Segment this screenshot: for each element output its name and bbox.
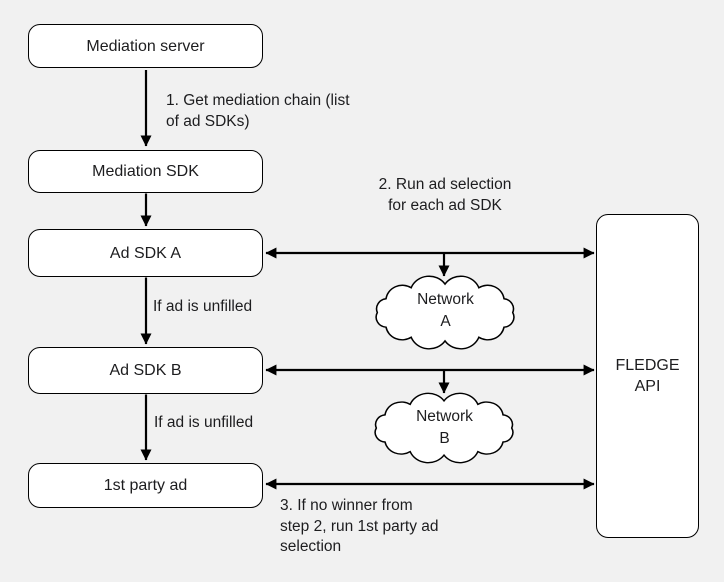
network-a-label: Network A <box>417 291 474 330</box>
annotation-step3: 3. If no winner from step 2, run 1st par… <box>280 497 439 555</box>
annotation-if-unfilled-2: If ad is unfilled <box>154 414 254 431</box>
annotation-step2: 2. Run ad selection for each ad SDK <box>378 176 512 214</box>
node-ad-sdk-b: Ad SDK B <box>28 347 263 394</box>
annotation-step1: 1. Get mediation chain (list of ad SDKs) <box>166 92 350 130</box>
node-fledge-api: FLEDGE API <box>596 214 699 538</box>
node-ad-sdk-a: Ad SDK A <box>28 229 263 277</box>
network-b-cloud-shape <box>374 392 514 464</box>
network-b-label: Network B <box>416 408 473 447</box>
network-a-cloud-shape <box>375 275 515 350</box>
node-mediation-sdk: Mediation SDK <box>28 150 263 193</box>
node-first-party-ad: 1st party ad <box>28 463 263 508</box>
node-mediation-server: Mediation server <box>28 24 263 68</box>
annotation-if-unfilled-1: If ad is unfilled <box>153 298 253 315</box>
